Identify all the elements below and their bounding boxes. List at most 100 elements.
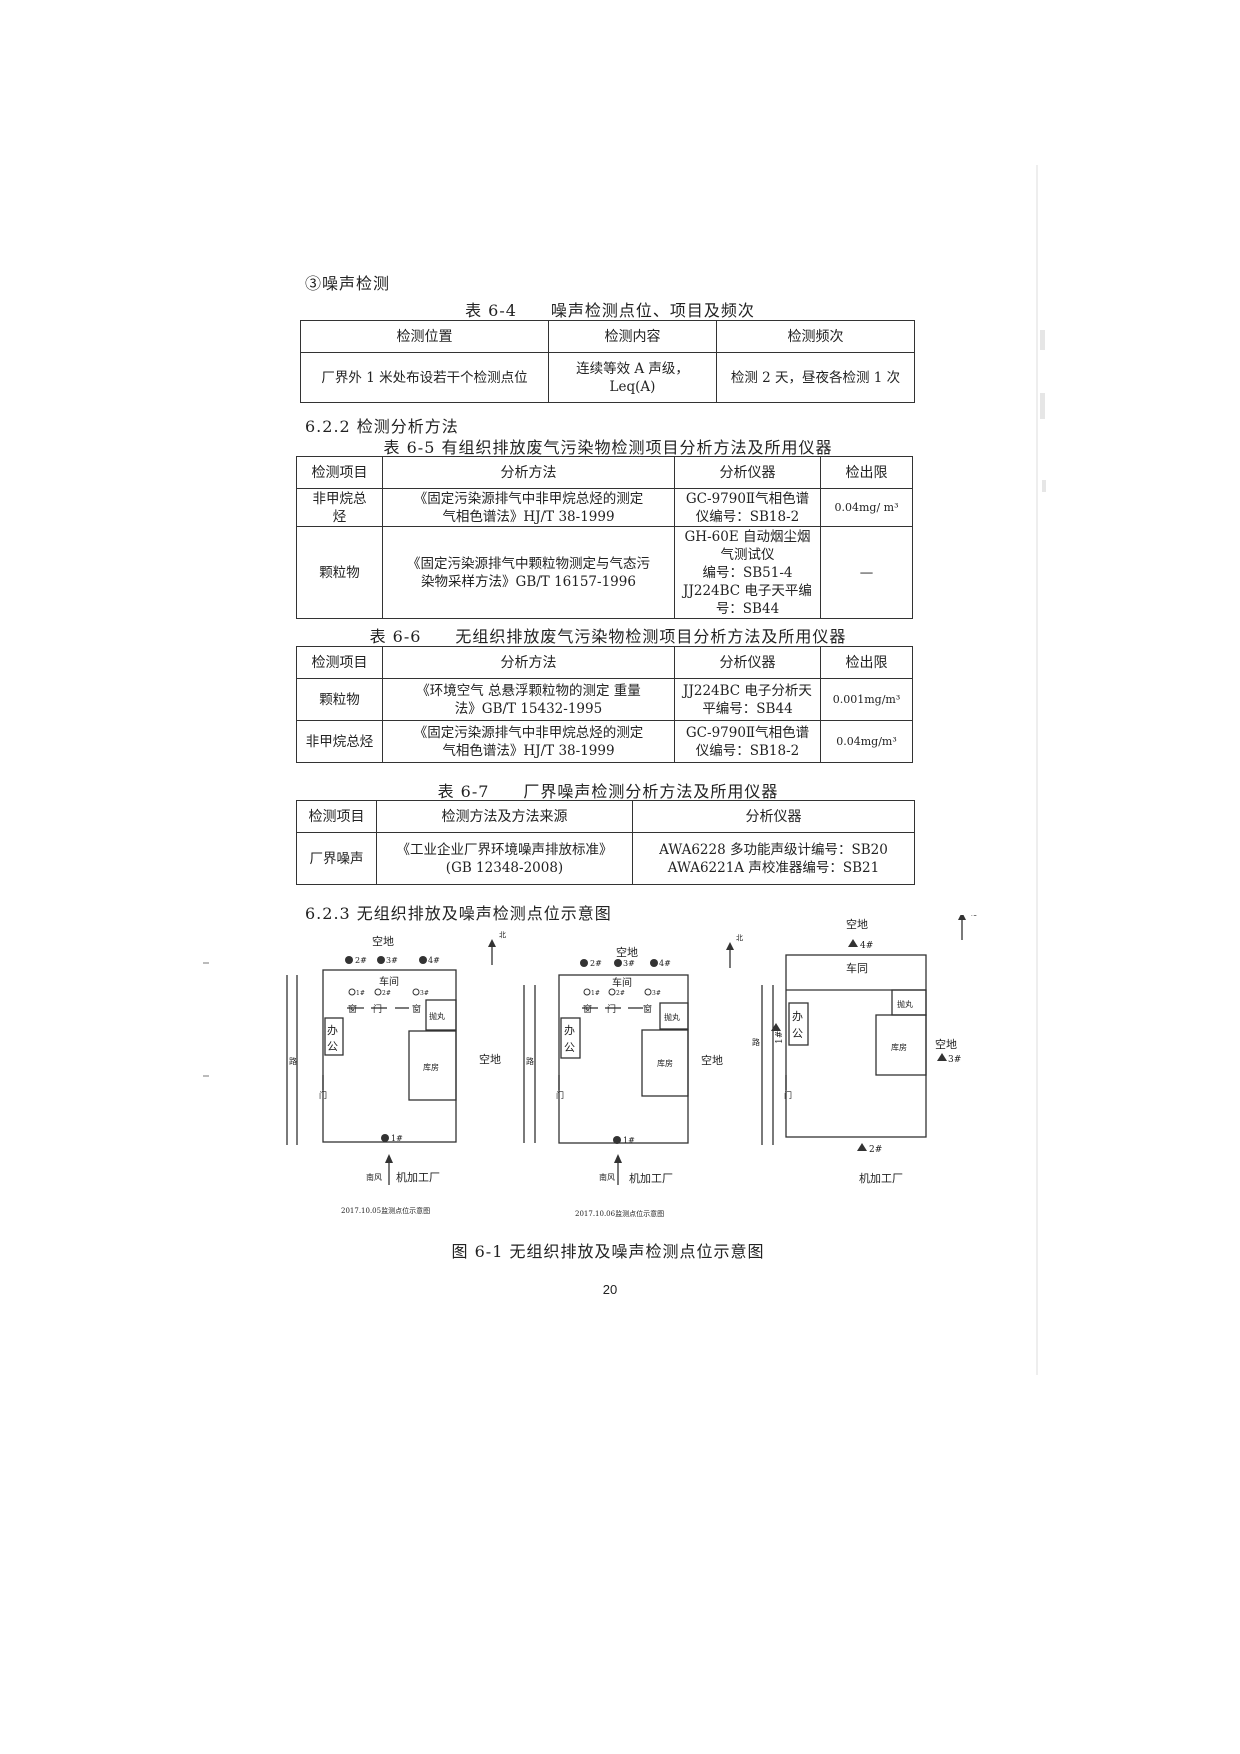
point-3-label: 3# — [948, 1055, 961, 1065]
point-1-marker — [771, 1023, 781, 1031]
label-warehouse: 库房 — [891, 1042, 907, 1052]
window-point-label: 3# — [652, 990, 661, 997]
label-office: 公 — [327, 1040, 338, 1053]
table-6-5-caption: 表 6-5 有组织排放废气污染物检测项目分析方法及所用仪器 — [383, 438, 833, 457]
label-open-land: 空地 — [479, 1052, 501, 1066]
label-south-wind: 南风 — [366, 1172, 382, 1182]
point-3-marker — [937, 1053, 947, 1061]
point-2-marker — [345, 956, 353, 964]
cell-location: 厂界外 1 米处布设若干个检测点位 — [300, 352, 549, 403]
section-heading-623: 6.2.3 无组织排放及噪声检测点位示意图 — [305, 904, 612, 923]
label-south-wind: 南风 — [599, 1172, 615, 1182]
cell-limit: 0.04mg/ m³ — [820, 488, 913, 527]
cell-content: 连续等效 A 声级，Leq(A) — [548, 352, 717, 403]
label-workshop-alt: 车同 — [846, 961, 868, 975]
section-heading-622: 6.2.2 检测分析方法 — [305, 417, 459, 436]
point-4-marker — [419, 956, 427, 964]
window-point-marker — [348, 988, 356, 996]
point-4-marker — [848, 939, 858, 947]
label-door: 门 — [556, 1090, 564, 1100]
point-2-label: 2# — [869, 1145, 882, 1155]
cell-frequency: 检测 2 天，昼夜各检测 1 次 — [716, 352, 915, 403]
point-1-label: 1# — [623, 1136, 635, 1145]
table-header: 检测方法及方法来源 — [376, 800, 633, 833]
scan-mark — [203, 962, 209, 964]
point-2-label: 2# — [590, 959, 602, 968]
window-point-marker — [583, 988, 591, 996]
point-3-marker — [377, 956, 385, 964]
window-point-marker — [412, 988, 420, 996]
cell-limit: 0.04mg/m³ — [820, 720, 913, 763]
point-2-marker — [580, 959, 588, 967]
scan-mark — [1040, 330, 1045, 350]
label-north: 北 — [736, 934, 743, 942]
table-header: 检出限 — [820, 456, 913, 489]
sub-caption-1005: 2017.10.05监测点位示意图 — [341, 1206, 430, 1215]
label-north: 北 — [499, 931, 506, 939]
point-4-label: 4# — [659, 959, 671, 968]
table-row: 非甲烷总烃 《固定污染源排气中非甲烷总烃的测定气相色谱法》HJ/T 38-199… — [296, 720, 913, 763]
label-shot-blast: 抛丸 — [897, 999, 913, 1009]
point-4-label: 4# — [428, 956, 440, 965]
door-point-label: 2# — [616, 990, 625, 997]
label-road: 路 — [752, 1037, 760, 1047]
table-header: 分析方法 — [382, 456, 675, 489]
table-header: 检测项目 — [296, 800, 377, 833]
point-2-label: 2# — [355, 956, 367, 965]
scan-mark — [1042, 480, 1046, 492]
label-north: 北 — [969, 915, 977, 917]
point-1-marker — [613, 1136, 621, 1144]
label-open-land: 空地 — [372, 934, 394, 948]
table-header: 分析仪器 — [674, 646, 821, 679]
table-6-7: 检测项目 检测方法及方法来源 分析仪器 厂界噪声 《工业企业厂界环境噪声排放标准… — [296, 800, 915, 885]
cell-item: 颗粒物 — [296, 526, 383, 619]
label-shot-blast: 抛丸 — [664, 1012, 680, 1022]
door-point-label: 2# — [382, 990, 391, 997]
window-point-label: 1# — [356, 990, 365, 997]
table-header: 检测项目 — [296, 646, 383, 679]
point-3-label: 3# — [623, 959, 635, 968]
label-workshop: 车间 — [379, 975, 399, 988]
cell-method: 《固定污染源排气中颗粒物测定与气态污染物采样方法》GB/T 16157-1996 — [382, 526, 675, 619]
cell-method: 《工业企业厂界环境噪声排放标准》(GB 12348-2008) — [376, 832, 633, 885]
point-4-label: 4# — [860, 941, 873, 951]
label-office: 公 — [564, 1041, 575, 1054]
cell-limit: 0.001mg/m³ — [820, 678, 913, 721]
page-number: 20 — [602, 1282, 618, 1297]
label-open-land: 空地 — [935, 1037, 957, 1051]
cell-method: 《环境空气 总悬浮颗粒物的测定 重量法》GB/T 15432-1995 — [382, 678, 675, 721]
label-open-land: 空地 — [616, 945, 638, 959]
door-point-marker — [374, 988, 382, 996]
cell-limit: — — [820, 526, 913, 619]
point-4-marker — [650, 959, 658, 967]
table-header: 检测频次 — [716, 320, 915, 353]
point-1-label: 1# — [391, 1134, 403, 1143]
label-window: 窗 — [412, 1003, 421, 1015]
label-open-land: 空地 — [701, 1053, 723, 1067]
cell-method: 《固定污染源排气中非甲烷总烃的测定气相色谱法》HJ/T 38-1999 — [382, 488, 675, 527]
table-row: 颗粒物 《环境空气 总悬浮颗粒物的测定 重量法》GB/T 15432-1995 … — [296, 678, 913, 721]
point-3-label: 3# — [386, 956, 398, 965]
table-row: 厂界噪声 《工业企业厂界环境噪声排放标准》(GB 12348-2008) AWA… — [296, 832, 915, 885]
table-header: 检测位置 — [300, 320, 549, 353]
table-6-5: 检测项目 分析方法 分析仪器 检出限 非甲烷总烃 《固定污染源排气中非甲烷总烃的… — [296, 456, 913, 619]
cell-item: 非甲烷总烃 — [296, 488, 383, 527]
monitoring-points-diagram: 空地 北 2# 3# 4# 车间 1# 2# 3# 窗 门 窗 抛丸 办 公 库… — [286, 915, 977, 1218]
table-6-6: 检测项目 分析方法 分析仪器 检出限 颗粒物 《环境空气 总悬浮颗粒物的测定 重… — [296, 646, 913, 763]
label-machining-plant: 机加工厂 — [396, 1170, 440, 1184]
cell-method: 《固定污染源排气中非甲烷总烃的测定气相色谱法》HJ/T 38-1999 — [382, 720, 675, 763]
cell-instrument: GC-9790Ⅱ气相色谱仪编号：SB18-2 — [674, 488, 821, 527]
cell-item: 厂界噪声 — [296, 832, 377, 885]
table-header: 分析仪器 — [632, 800, 915, 833]
scan-edge-line — [1036, 165, 1038, 1375]
figure-6-1-caption: 图 6-1 无组织排放及噪声检测点位示意图 — [451, 1242, 765, 1261]
sub-caption-1006: 2017.10.06监测点位示意图 — [575, 1209, 664, 1218]
scan-mark — [1040, 393, 1045, 419]
label-warehouse: 库房 — [423, 1062, 439, 1072]
point-1-marker — [381, 1134, 389, 1142]
cell-item: 颗粒物 — [296, 678, 383, 721]
label-window: 窗 — [348, 1003, 357, 1015]
label-machining-plant: 机加工厂 — [629, 1171, 673, 1185]
